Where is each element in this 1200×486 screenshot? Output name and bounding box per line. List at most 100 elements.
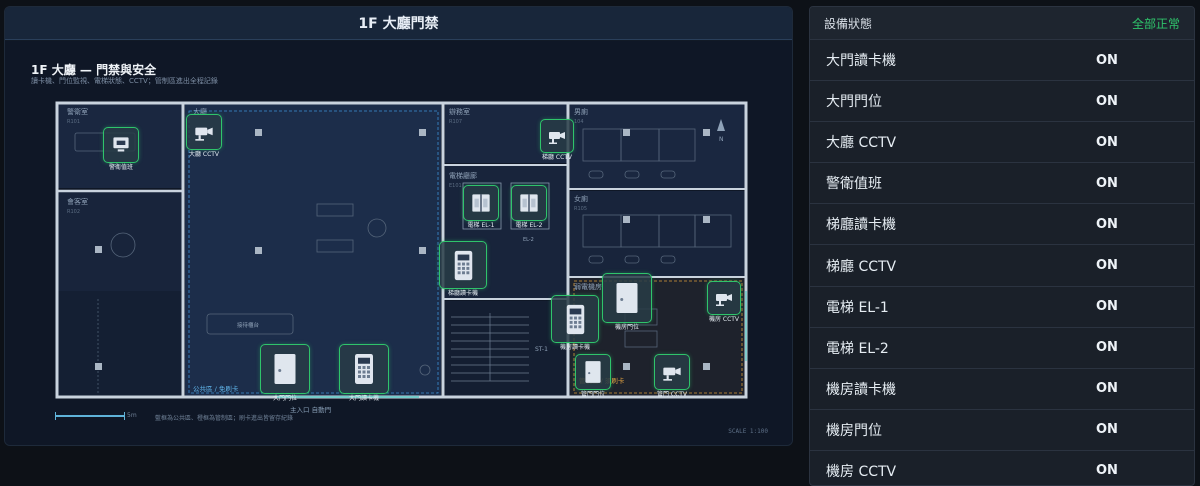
device-label: 管門 CCTV — [656, 391, 688, 398]
device-label: 電梯 EL-2 — [515, 222, 543, 229]
status-value: ON — [1096, 258, 1118, 274]
compass-label: N — [719, 136, 724, 143]
room-f-wc: 女廁 — [574, 194, 588, 203]
room-elevator-hall-code: E101 — [449, 183, 462, 189]
status-value: ON — [1096, 175, 1118, 191]
entrance-label: 主入口 自動門 — [290, 406, 332, 414]
status-value: ON — [1096, 422, 1118, 438]
camera-icon — [191, 119, 217, 145]
status-title: 設備狀態 — [824, 16, 873, 31]
room-machine: 弱電機房 — [574, 282, 602, 291]
status-name: 大廳 CCTV — [826, 135, 897, 152]
status-row[interactable]: 電梯 EL-2 ON — [810, 328, 1194, 369]
status-name: 電梯 EL-1 — [826, 299, 889, 316]
card-reader-icon — [446, 248, 481, 283]
status-name: 大門讀卡機 — [826, 53, 896, 70]
status-row[interactable]: 大廳 CCTV ON — [810, 122, 1194, 164]
plan-subtitle: 讀卡機、門位監視、電梯狀態、CCTV；管制區進出全程記錄 — [31, 77, 218, 85]
device-label: 大門門位 — [272, 395, 298, 402]
card-reader-icon — [558, 302, 593, 337]
device-cctv-machine[interactable]: 機房 CCTV — [707, 281, 741, 323]
status-name: 警衛值班 — [826, 176, 882, 193]
room-reception: 接待櫃台 — [237, 321, 260, 329]
device-label: 梯廳讀卡機 — [447, 290, 479, 297]
room-guard-code: R101 — [67, 119, 80, 125]
status-header: 設備狀態 全部正常 — [810, 7, 1194, 40]
device-label: 機房門位 — [614, 324, 640, 331]
device-main-reader[interactable]: 大門讀卡機 — [339, 344, 389, 402]
panel-title: 1F 大廳門禁 — [5, 7, 792, 40]
device-label: 電梯 EL-1 — [467, 222, 495, 229]
status-value: ON — [1096, 463, 1118, 479]
status-value: ON — [1096, 216, 1118, 232]
card-reader-icon — [346, 351, 382, 387]
status-name: 梯廳 CCTV — [826, 258, 897, 275]
device-machine-door[interactable]: 機房門位 — [602, 273, 652, 331]
status-summary: 全部正常 — [1131, 16, 1180, 31]
device-cctv-hall[interactable]: 梯廳 CCTV — [540, 119, 574, 161]
camera-icon — [659, 359, 685, 385]
scale-bar — [55, 412, 125, 420]
status-row[interactable]: 機房 CCTV ON — [810, 451, 1194, 485]
device-main-door[interactable]: 大門門位 — [260, 344, 310, 402]
scale-bar-label: 5m — [127, 412, 137, 419]
status-name: 機房讀卡機 — [826, 381, 896, 398]
status-value: ON — [1096, 52, 1118, 68]
room-elevator-hall: 電梯廳廊 — [449, 171, 477, 180]
elevator-icon — [516, 190, 542, 216]
device-label: 大廳 CCTV — [188, 151, 220, 158]
room-stair: ST-1 — [535, 346, 548, 353]
device-cctv-small[interactable]: 管門 CCTV — [654, 354, 690, 398]
room-m-wc-code: 104 — [574, 119, 584, 125]
scale-label: SCALE 1:100 — [728, 428, 768, 435]
monitor-icon — [108, 132, 134, 158]
device-el1[interactable]: 電梯 EL-1 — [463, 185, 499, 229]
status-value: ON — [1096, 93, 1118, 109]
device-machine-reader[interactable]: 機房讀卡機 — [551, 295, 599, 351]
zone-public-label: 公共區 / 免刷卡 — [193, 384, 239, 393]
status-value: ON — [1096, 340, 1118, 356]
status-row[interactable]: 警衛值班 ON — [810, 163, 1194, 205]
room-f-wc-code: R105 — [574, 206, 587, 212]
device-label: 梯廳 CCTV — [541, 154, 573, 161]
room-meeting-code: R102 — [67, 209, 80, 215]
floor-plan: 警衛室 R101 會客室 R102 大廳 辦務室 R107 電梯廳廊 E101 … — [55, 101, 748, 399]
status-value: ON — [1096, 381, 1118, 397]
plan-area: 1F 大廳 — 門禁與安全 讀卡機、門位監視、電梯狀態、CCTV；管制區進出全程… — [5, 41, 792, 445]
device-label: 機房 CCTV — [708, 316, 740, 323]
status-value: ON — [1096, 299, 1118, 315]
status-row[interactable]: 梯廳 CCTV ON — [810, 245, 1194, 287]
status-name: 電梯 EL-2 — [826, 340, 889, 357]
room-guard: 警衛室 — [67, 107, 88, 116]
room-office-code: R107 — [449, 119, 462, 125]
status-row[interactable]: 大門讀卡機 ON — [810, 40, 1194, 82]
status-name: 機房 CCTV — [826, 463, 897, 480]
room-meeting: 會客室 — [67, 197, 88, 206]
device-el2[interactable]: 電梯 EL-2 — [511, 185, 547, 229]
device-cctv-lobby[interactable]: 大廳 CCTV — [186, 114, 222, 158]
camera-icon — [545, 124, 569, 148]
status-row[interactable]: 機房讀卡機 ON — [810, 369, 1194, 410]
elevator-tag: EL-2 — [523, 237, 534, 243]
door-icon — [580, 359, 606, 385]
device-hall-reader[interactable]: 梯廳讀卡機 — [439, 241, 487, 297]
door-icon — [267, 351, 303, 387]
room-office: 辦務室 — [449, 107, 470, 116]
device-label: 警衛值班 — [108, 164, 134, 171]
device-door-small[interactable]: 管門門位 — [575, 354, 611, 398]
device-label: 管門門位 — [580, 391, 606, 398]
device-guard[interactable]: 警衛值班 — [103, 127, 139, 171]
floor-plan-panel: 1F 大廳門禁 1F 大廳 — 門禁與安全 讀卡機、門位監視、電梯狀態、CCTV… — [4, 6, 793, 446]
device-label: 機房讀卡機 — [559, 344, 591, 351]
room-m-wc: 男廁 — [574, 107, 588, 116]
room-lobby: 大廳 — [193, 107, 207, 116]
door-icon — [609, 280, 645, 316]
status-row[interactable]: 電梯 EL-1 ON — [810, 287, 1194, 328]
status-value: ON — [1096, 134, 1118, 150]
plan-footnote: 藍框為公共區、橙框為管制區；刷卡進出皆留存紀錄 — [155, 415, 294, 422]
device-label: 大門讀卡機 — [348, 395, 380, 402]
